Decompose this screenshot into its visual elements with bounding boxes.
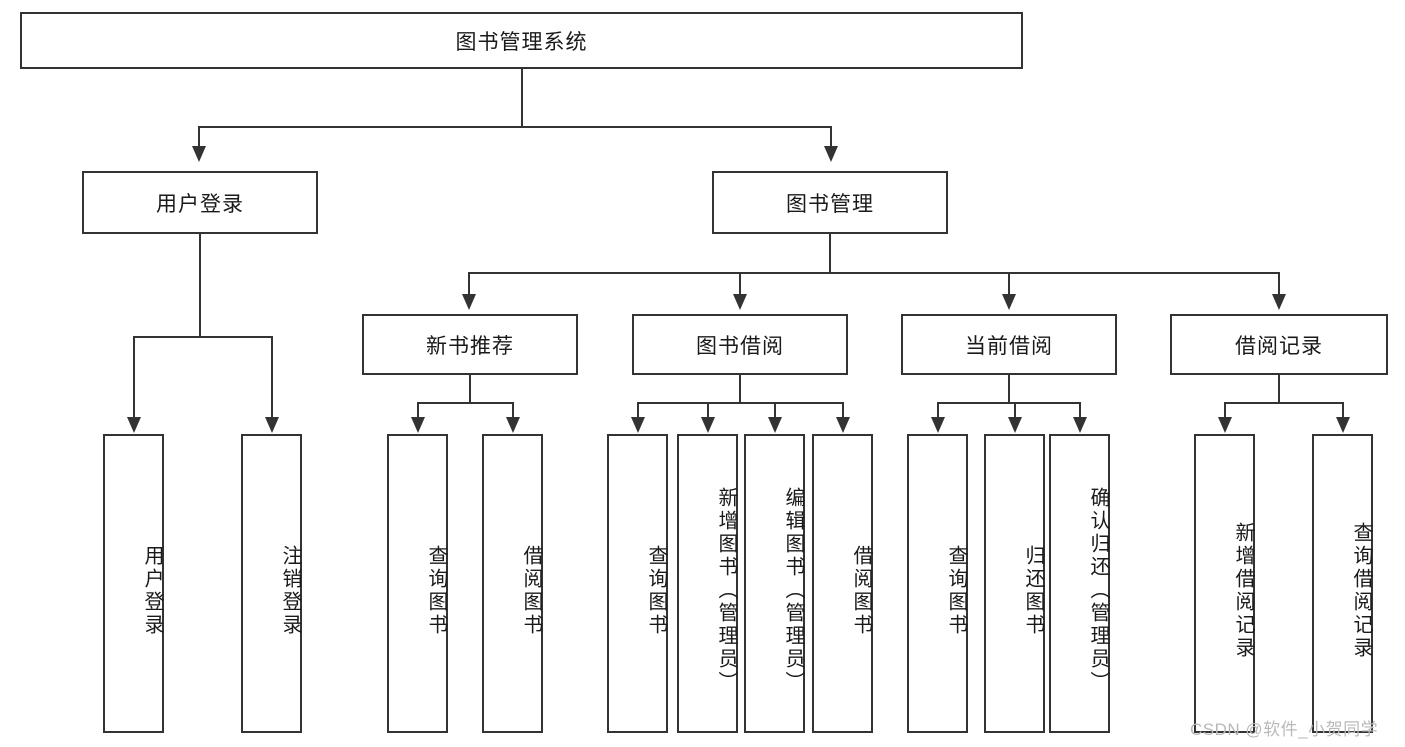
connector-book-manage-branch-2 (739, 272, 741, 296)
connector-book-borrow-branch-1 (637, 402, 639, 419)
connector-book-manage-branch-1 (468, 272, 470, 296)
node-leaf-edit-book[interactable]: 编辑图书（管理员） (744, 434, 805, 733)
connector-new-book-branch-2 (512, 402, 514, 419)
arrow-book-manage-child-1 (462, 294, 476, 310)
node-new-book-recommend[interactable]: 新书推荐 (362, 314, 578, 375)
arrow-book-manage-child-3 (1002, 294, 1016, 310)
watermark-text: CSDN @软件_小贺同学 (1190, 720, 1379, 739)
node-label: 新增借阅记录 (1232, 521, 1254, 660)
connector-borrow-record-bus (1224, 402, 1343, 404)
node-leaf-query-book-1[interactable]: 查询图书 (387, 434, 448, 733)
node-book-manage[interactable]: 图书管理 (712, 171, 948, 234)
arrow-new-book-leaf-1 (411, 417, 425, 433)
arrow-book-borrow-leaf-1 (631, 417, 645, 433)
node-leaf-add-record[interactable]: 新增借阅记录 (1194, 434, 1255, 733)
node-label: 新增图书（管理员） (715, 487, 737, 694)
node-leaf-query-book-3[interactable]: 查询图书 (907, 434, 968, 733)
connector-borrow-record-branch-1 (1224, 402, 1226, 419)
arrow-borrow-record-leaf-2 (1336, 417, 1350, 433)
node-leaf-logout[interactable]: 注销登录 (241, 434, 302, 733)
arrow-new-book-leaf-2 (506, 417, 520, 433)
connector-root-stem (521, 69, 523, 126)
node-borrow-record[interactable]: 借阅记录 (1170, 314, 1388, 375)
connector-new-book-stem (469, 375, 471, 402)
connector-root-to-book-manage (830, 126, 832, 148)
node-label: 借阅图书 (850, 544, 872, 637)
arrow-book-borrow-leaf-2 (701, 417, 715, 433)
connector-book-borrow-bus (637, 402, 843, 404)
node-label: 确认归还（管理员） (1087, 487, 1109, 694)
arrow-user-login-leaf-1 (127, 417, 141, 433)
arrow-root-to-user-login (192, 146, 206, 162)
arrow-current-borrow-leaf-2 (1008, 417, 1022, 433)
node-label: 图书管理系统 (455, 30, 588, 54)
connector-new-book-branch-1 (417, 402, 419, 419)
connector-user-login-branch-1 (133, 336, 135, 419)
connector-book-manage-branch-4 (1278, 272, 1280, 296)
node-leaf-return-book[interactable]: 归还图书 (984, 434, 1045, 733)
node-leaf-borrow-book-2[interactable]: 借阅图书 (812, 434, 873, 733)
node-label: 查询图书 (425, 544, 447, 637)
node-leaf-add-book[interactable]: 新增图书（管理员） (677, 434, 738, 733)
connector-current-borrow-stem (1008, 375, 1010, 402)
connector-user-login-bus (133, 336, 273, 338)
connector-book-manage-branch-3 (1008, 272, 1010, 296)
connector-current-borrow-bus (937, 402, 1080, 404)
connector-new-book-bus (417, 402, 514, 404)
node-label: 查询借阅记录 (1350, 521, 1372, 660)
arrow-book-borrow-leaf-3 (768, 417, 782, 433)
connector-book-manage-bus (468, 272, 1280, 274)
connector-user-login-branch-2 (271, 336, 273, 419)
node-label: 当前借阅 (965, 334, 1053, 358)
node-current-borrow[interactable]: 当前借阅 (901, 314, 1117, 375)
node-label: 图书管理 (786, 192, 874, 216)
connector-book-manage-stem (829, 234, 831, 272)
node-label: 查询图书 (945, 544, 967, 637)
connector-book-borrow-branch-4 (842, 402, 844, 419)
connector-book-borrow-branch-2 (707, 402, 709, 419)
node-book-borrow[interactable]: 图书借阅 (632, 314, 848, 375)
node-label: 图书借阅 (696, 334, 784, 358)
node-leaf-user-login[interactable]: 用户登录 (103, 434, 164, 733)
node-label: 新书推荐 (426, 334, 514, 358)
connector-root-to-user-login (198, 126, 200, 148)
connector-current-borrow-branch-2 (1014, 402, 1016, 419)
arrow-current-borrow-leaf-1 (931, 417, 945, 433)
connector-user-login-stem (199, 234, 201, 336)
node-label: 用户登录 (141, 544, 163, 637)
arrow-borrow-record-leaf-1 (1218, 417, 1232, 433)
connector-book-borrow-stem (739, 375, 741, 402)
arrow-book-manage-child-4 (1272, 294, 1286, 310)
connector-borrow-record-stem (1278, 375, 1280, 402)
node-label: 用户登录 (156, 192, 244, 216)
arrow-user-login-leaf-2 (265, 417, 279, 433)
node-user-login[interactable]: 用户登录 (82, 171, 318, 234)
node-leaf-query-book-2[interactable]: 查询图书 (607, 434, 668, 733)
node-label: 归还图书 (1022, 544, 1044, 637)
node-leaf-confirm-return[interactable]: 确认归还（管理员） (1049, 434, 1110, 733)
connector-current-borrow-branch-3 (1079, 402, 1081, 419)
node-label: 注销登录 (279, 544, 301, 637)
node-leaf-query-record[interactable]: 查询借阅记录 (1312, 434, 1373, 733)
node-label: 借阅记录 (1235, 334, 1323, 358)
arrow-book-manage-child-2 (733, 294, 747, 310)
node-leaf-borrow-book-1[interactable]: 借阅图书 (482, 434, 543, 733)
connector-book-borrow-branch-3 (774, 402, 776, 419)
connector-current-borrow-branch-1 (937, 402, 939, 419)
node-root-system[interactable]: 图书管理系统 (20, 12, 1023, 69)
node-label: 借阅图书 (520, 544, 542, 637)
arrow-root-to-book-manage (824, 146, 838, 162)
node-label: 编辑图书（管理员） (782, 487, 804, 694)
arrow-current-borrow-leaf-3 (1073, 417, 1087, 433)
node-label: 查询图书 (645, 544, 667, 637)
arrow-book-borrow-leaf-4 (836, 417, 850, 433)
connector-borrow-record-branch-2 (1342, 402, 1344, 419)
connector-root-bus (198, 126, 832, 128)
